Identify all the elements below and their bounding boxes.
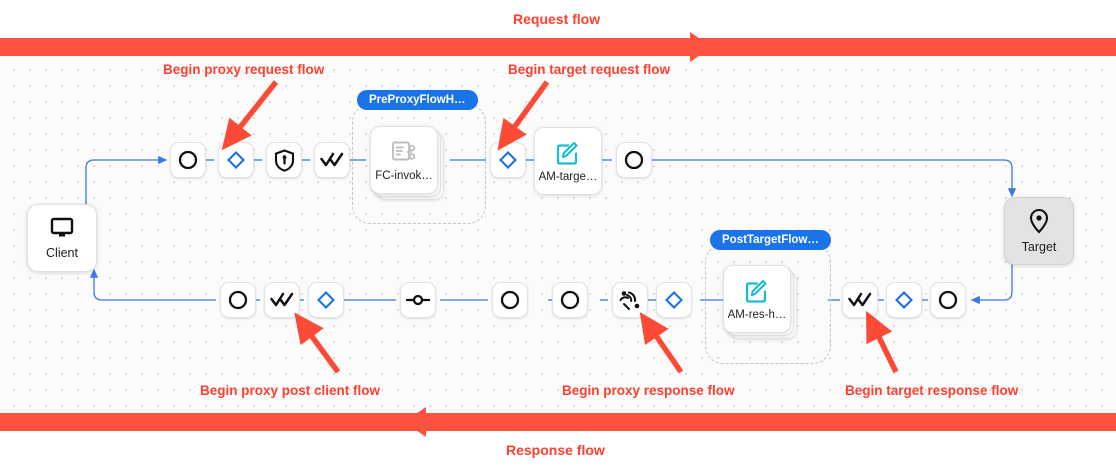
circle-icon <box>937 289 959 311</box>
policy-label-am-target: AM-targe… <box>538 170 598 183</box>
node-link-icon <box>405 291 431 309</box>
step-node-req-step-1[interactable] <box>170 142 206 178</box>
endpoint-node-target[interactable]: Target <box>1004 197 1074 265</box>
request-flow-arrow-icon <box>690 32 712 62</box>
step-node-res-step-9[interactable] <box>842 282 878 318</box>
endpoint-label-target: Target <box>1021 240 1057 254</box>
flow-group-label-preproxyflowhook[interactable]: PreProxyFlowH… <box>357 90 478 110</box>
annotation-begin-proxy-response-flow: Begin proxy response flow <box>562 383 735 398</box>
response-flow-banner <box>0 413 1116 431</box>
endpoint-label-client: Client <box>46 246 78 260</box>
annotation-begin-target-request-flow: Begin target request flow <box>508 62 671 77</box>
request-flow-label: Request flow <box>513 11 601 27</box>
policy-node-fc-invoke[interactable]: FC-invok… <box>370 126 445 201</box>
double-check-icon <box>320 151 344 169</box>
policy-node-am-target[interactable]: AM-targe… <box>534 127 602 195</box>
step-node-res-step-6[interactable] <box>552 282 588 318</box>
dotted-canvas-background[interactable] <box>0 56 1116 413</box>
policy-label-am-res-h: AM-res-h… <box>727 308 787 321</box>
location-pin-icon <box>1028 208 1050 234</box>
response-flow-arrow-icon <box>404 407 426 437</box>
step-node-res-step-8[interactable] <box>656 282 692 318</box>
double-check-icon <box>270 291 294 309</box>
step-node-res-step-11[interactable] <box>930 282 966 318</box>
step-node-res-step-7[interactable] <box>612 282 648 318</box>
monitor-icon <box>49 216 75 240</box>
shield-lock-icon <box>274 148 295 172</box>
diamond-icon <box>226 150 246 170</box>
step-node-res-step-1[interactable] <box>220 282 256 318</box>
diamond-icon <box>664 290 684 310</box>
annotation-begin-target-response-flow: Begin target response flow <box>845 383 1019 398</box>
diamond-icon <box>316 290 336 310</box>
diamond-icon <box>498 150 518 170</box>
step-node-res-step-5[interactable] <box>492 282 528 318</box>
circle-icon <box>227 289 249 311</box>
step-node-req-step-6[interactable] <box>616 142 652 178</box>
endpoint-node-client[interactable]: Client <box>27 204 97 272</box>
step-node-req-step-3[interactable] <box>266 142 302 178</box>
step-node-res-step-2[interactable] <box>264 282 300 318</box>
response-flow-label: Response flow <box>506 442 605 458</box>
request-flow-banner <box>0 38 1116 56</box>
annotation-begin-proxy-request-flow: Begin proxy request flow <box>163 62 325 77</box>
step-node-res-step-10[interactable] <box>886 282 922 318</box>
signal-icon <box>618 288 642 312</box>
step-node-res-step-3[interactable] <box>308 282 344 318</box>
circle-icon <box>623 149 645 171</box>
flow-group-label-posttargetflowhook[interactable]: PostTargetFlow… <box>710 230 831 250</box>
circle-icon <box>499 289 521 311</box>
assign-message-icon <box>744 278 770 304</box>
policy-label-fc-invoke: FC-invok… <box>375 169 433 182</box>
circle-icon <box>177 149 199 171</box>
step-node-req-step-4[interactable] <box>314 142 350 178</box>
circle-icon <box>559 289 581 311</box>
step-node-req-step-2[interactable] <box>218 142 254 178</box>
assign-message-icon <box>555 140 581 166</box>
step-node-req-step-5[interactable] <box>490 142 526 178</box>
policy-node-am-res-h[interactable]: AM-res-h… <box>723 265 798 340</box>
annotation-begin-proxy-post-client-flow: Begin proxy post client flow <box>200 383 381 398</box>
double-check-icon <box>848 291 872 309</box>
flow-callout-icon <box>391 139 417 165</box>
step-node-res-step-4[interactable] <box>400 282 436 318</box>
diamond-icon <box>894 290 914 310</box>
